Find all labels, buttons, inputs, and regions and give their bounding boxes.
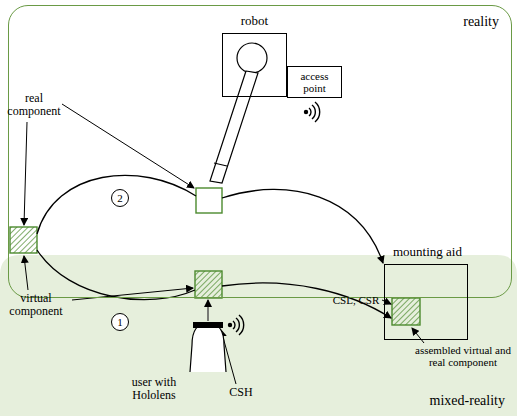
node-text: robot xyxy=(223,14,286,28)
leader-line xyxy=(72,288,193,300)
callout-circle: 2 xyxy=(111,189,129,207)
access-point-box: access point xyxy=(287,66,342,98)
robot-arm-joint xyxy=(214,163,227,166)
mixed-reality-band: mixed-reality 1 xyxy=(0,255,517,416)
component-label: real component xyxy=(4,92,64,119)
mounting-aid-box: mounting aid xyxy=(384,264,468,340)
view-arrow xyxy=(207,300,209,321)
coordinate-label: CSL, CSR xyxy=(331,294,381,306)
start-component xyxy=(10,227,37,253)
wifi-symbol xyxy=(229,315,244,335)
leader-line xyxy=(24,256,28,290)
node-text: access point xyxy=(288,70,341,94)
path-arc xyxy=(37,250,195,300)
node-text: mixed-reality xyxy=(430,393,505,408)
node-text: mounting aid xyxy=(393,245,462,259)
node-text: 1 xyxy=(117,316,123,328)
real-component-square xyxy=(196,188,222,213)
leader-line xyxy=(24,122,27,225)
leader-line xyxy=(62,104,194,188)
hololens-bar xyxy=(193,322,223,328)
robot-arm xyxy=(210,71,258,183)
node-text: reality xyxy=(463,14,499,29)
leader-line xyxy=(412,328,424,343)
callout-circle: 1 xyxy=(111,313,129,331)
node-text: 2 xyxy=(117,192,123,204)
virtual-component-square xyxy=(195,271,222,298)
path-arc xyxy=(222,283,391,318)
assembled-component-square xyxy=(392,298,420,325)
path-arc xyxy=(222,189,383,263)
coordinate-label: CSH xyxy=(226,386,256,399)
component-label: assembled virtual and real component xyxy=(413,344,513,369)
wifi-symbol xyxy=(305,102,320,122)
path-arc xyxy=(37,175,196,234)
robot-box: robot xyxy=(222,33,287,97)
robot-joint xyxy=(237,43,267,73)
user-figure xyxy=(190,323,226,372)
component-label: virtual component xyxy=(2,292,70,319)
mixed-reality-ground xyxy=(0,255,517,416)
user-label: user with Hololens xyxy=(122,376,186,403)
